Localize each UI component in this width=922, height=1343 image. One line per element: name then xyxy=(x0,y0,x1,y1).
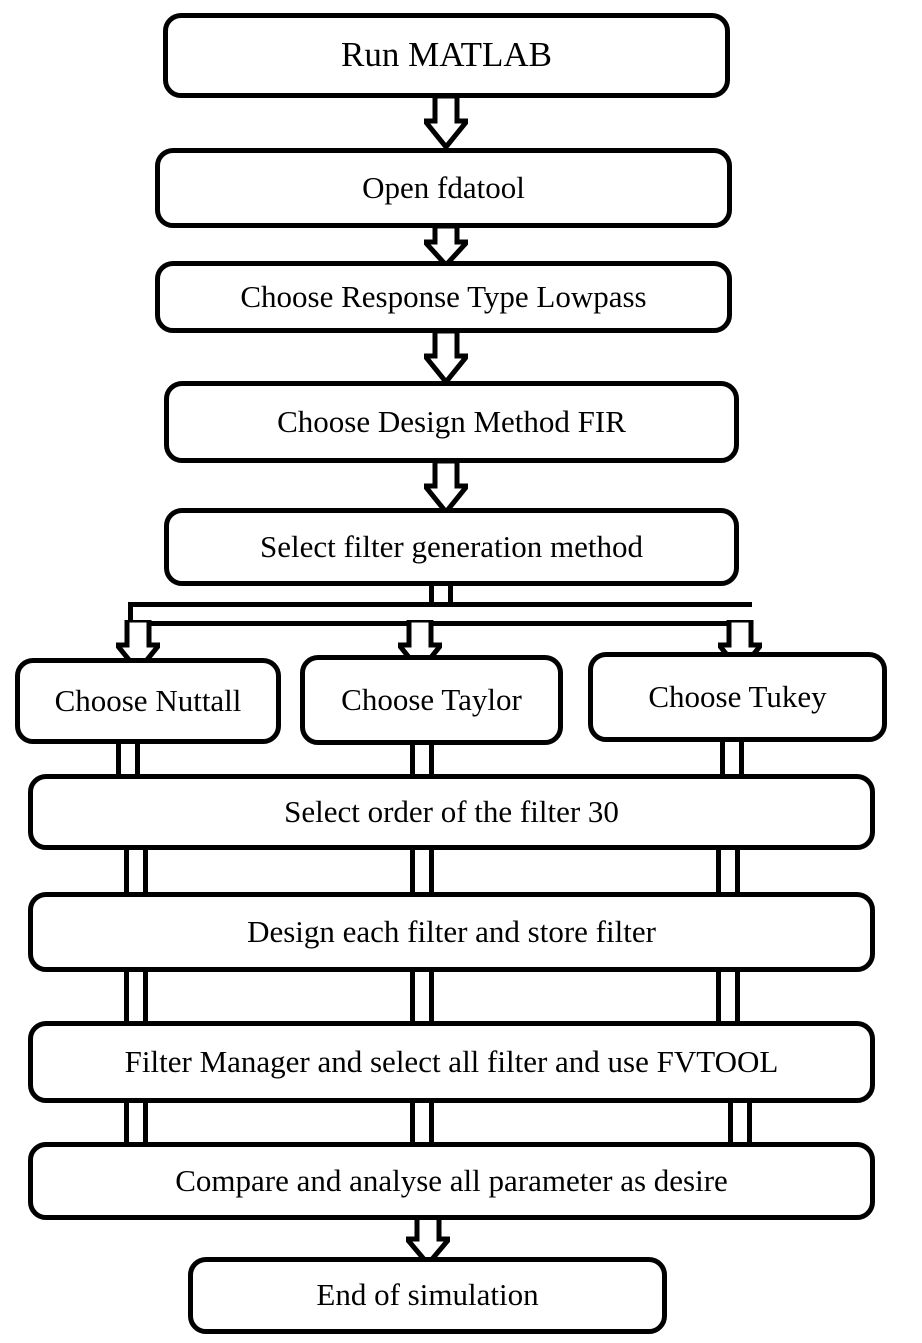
bus-split-bar xyxy=(128,602,752,626)
node-label: Design each filter and store filter xyxy=(247,913,656,949)
arrow-response-to-design-icon xyxy=(424,331,468,383)
node-label: Choose Tukey xyxy=(648,678,827,714)
node-label: Select filter generation method xyxy=(259,528,644,564)
node-label: Choose Nuttall xyxy=(54,682,242,718)
node-end-simulation[interactable]: End of simulation xyxy=(188,1257,667,1334)
node-label: Choose Response Type Lowpass xyxy=(240,278,647,314)
node-choose-tukey[interactable]: Choose Tukey xyxy=(588,652,887,742)
node-choose-taylor[interactable]: Choose Taylor xyxy=(300,655,563,745)
bar-manager-to-compare-mid xyxy=(410,1099,434,1145)
node-label: Choose Taylor xyxy=(341,681,522,717)
node-open-fdatool[interactable]: Open fdatool xyxy=(155,148,732,228)
arrow-design-to-generation-icon xyxy=(424,461,468,513)
node-label: Compare and analyse all parameter as des… xyxy=(175,1162,728,1198)
bar-order-to-design-right xyxy=(716,846,740,894)
node-response-type[interactable]: Choose Response Type Lowpass xyxy=(155,261,732,333)
arrow-open-to-response-icon xyxy=(424,226,468,266)
node-label: Open fdatool xyxy=(362,169,525,205)
arrow-run-to-open-icon xyxy=(424,96,468,148)
node-label: Choose Design Method FIR xyxy=(277,403,626,439)
bar-order-to-design-left xyxy=(124,846,148,894)
bar-nuttall-to-order xyxy=(116,740,140,778)
bar-taylor-to-order xyxy=(410,740,434,778)
node-filter-manager[interactable]: Filter Manager and select all filter and… xyxy=(28,1021,875,1103)
node-label: Run MATLAB xyxy=(341,35,552,75)
node-label: Filter Manager and select all filter and… xyxy=(124,1043,779,1079)
bar-design-to-manager-mid xyxy=(410,968,434,1024)
bar-order-to-design-mid xyxy=(410,846,434,894)
node-filter-order[interactable]: Select order of the filter 30 xyxy=(28,774,875,850)
node-choose-nuttall[interactable]: Choose Nuttall xyxy=(15,658,281,744)
node-label: Select order of the filter 30 xyxy=(284,793,619,829)
bar-tukey-to-order xyxy=(720,740,744,778)
node-label: End of simulation xyxy=(316,1277,539,1313)
node-design-store[interactable]: Design each filter and store filter xyxy=(28,892,875,972)
bar-manager-to-compare-right xyxy=(728,1099,752,1145)
node-generation-method[interactable]: Select filter generation method xyxy=(164,508,739,586)
bar-design-to-manager-right xyxy=(716,968,740,1024)
node-compare-analyse[interactable]: Compare and analyse all parameter as des… xyxy=(28,1142,875,1220)
bar-design-to-manager-left xyxy=(124,968,148,1024)
node-design-method[interactable]: Choose Design Method FIR xyxy=(164,381,739,463)
bar-manager-to-compare-left xyxy=(124,1099,148,1145)
node-run-matlab[interactable]: Run MATLAB xyxy=(163,13,730,98)
